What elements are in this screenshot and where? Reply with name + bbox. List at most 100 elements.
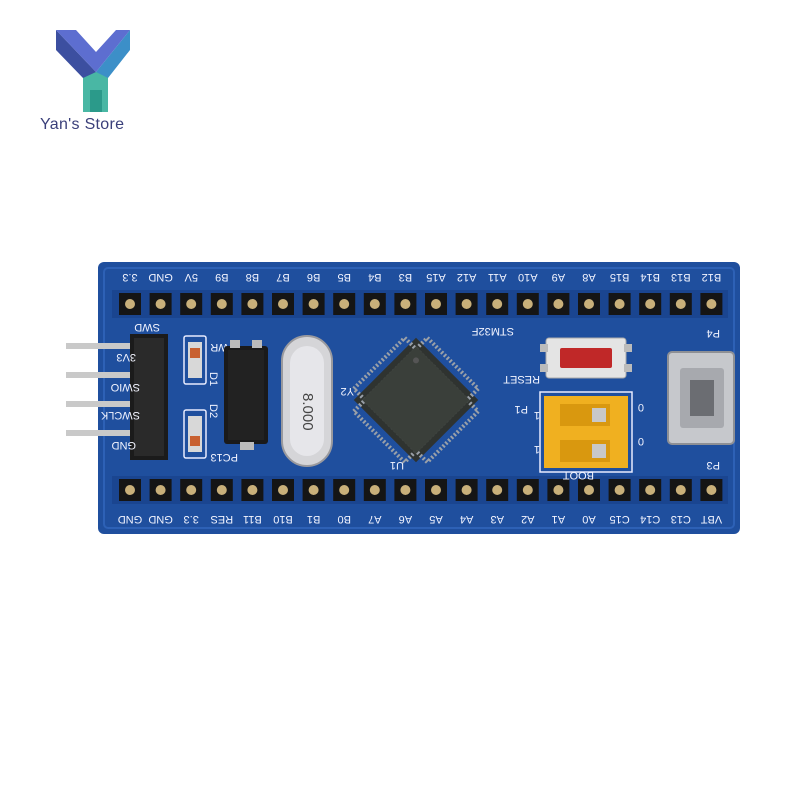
pin-label: B13 bbox=[671, 271, 691, 283]
top-header-pins bbox=[119, 293, 723, 315]
pin-label: 5V bbox=[184, 271, 198, 283]
pin-pad bbox=[553, 299, 564, 309]
crystal-oscillator bbox=[281, 335, 333, 467]
pin-pad bbox=[125, 485, 135, 495]
swd-label-3: SWCLK bbox=[100, 409, 140, 421]
p1-pin-0b: 0 bbox=[638, 435, 644, 447]
reset-button bbox=[540, 337, 632, 379]
bottom-header-pins bbox=[119, 479, 723, 501]
led-d2 bbox=[183, 409, 207, 459]
pin-pad bbox=[706, 299, 717, 309]
store-name: Yan's Store bbox=[40, 116, 125, 133]
pin-label: B8 bbox=[246, 271, 259, 283]
pin-pad bbox=[614, 299, 625, 309]
pin-pad bbox=[308, 299, 319, 309]
pin-label: A0 bbox=[582, 513, 595, 525]
pin-pad bbox=[461, 485, 472, 495]
pin-label: B5 bbox=[337, 271, 350, 283]
micro-usb-port bbox=[667, 351, 735, 445]
pin-label: 3.3 bbox=[184, 513, 199, 525]
pin-pad bbox=[614, 485, 625, 495]
p1-pin-1: 1 bbox=[534, 409, 540, 421]
d2-silkscreen: D2 bbox=[207, 404, 219, 418]
pin-label: B4 bbox=[368, 271, 381, 283]
swd-label-1: 3V3 bbox=[116, 351, 136, 363]
swd-header bbox=[66, 334, 168, 460]
pin-label: A5 bbox=[429, 513, 442, 525]
u1-silkscreen: U1 bbox=[390, 459, 404, 471]
p1-pin-0: 0 bbox=[638, 401, 644, 413]
boot-jumpers bbox=[539, 391, 633, 473]
voltage-regulator bbox=[224, 340, 268, 450]
store-logo-icon bbox=[56, 30, 130, 112]
pin-label: GND bbox=[148, 271, 173, 283]
pin-label: B3 bbox=[399, 271, 412, 283]
pin-label: B10 bbox=[273, 513, 293, 525]
stm32-chip bbox=[350, 334, 482, 466]
p1-pin-1b: 1 bbox=[534, 443, 540, 455]
pin-pad bbox=[522, 299, 533, 309]
pin-pad bbox=[186, 299, 197, 309]
pin-label: B12 bbox=[702, 271, 722, 283]
pin-pad bbox=[247, 485, 258, 495]
pin-label: B0 bbox=[337, 513, 350, 525]
pin-pad bbox=[186, 485, 197, 495]
pin-pad bbox=[216, 299, 227, 309]
reset-silkscreen: RESET bbox=[503, 373, 540, 385]
pin-pad bbox=[706, 485, 717, 495]
pin-label: A12 bbox=[457, 271, 477, 283]
pin-pad bbox=[369, 485, 380, 495]
pin-label: RES bbox=[210, 513, 233, 525]
pin-label: 3.3 bbox=[122, 271, 137, 283]
pin-pad bbox=[308, 485, 319, 495]
pin-label: GND bbox=[118, 513, 143, 525]
p4-silkscreen: P4 bbox=[707, 327, 720, 339]
pin-label: A4 bbox=[460, 513, 473, 525]
pin-pad bbox=[645, 299, 656, 309]
pin-label: B15 bbox=[610, 271, 630, 283]
pin-pad bbox=[675, 299, 686, 309]
pin-pad bbox=[431, 485, 441, 495]
p1-silkscreen: P1 bbox=[515, 403, 528, 415]
pin-label: C13 bbox=[671, 513, 691, 525]
pin-label: C14 bbox=[640, 513, 660, 525]
pin-pad bbox=[584, 299, 594, 309]
pin-pad bbox=[247, 299, 258, 309]
pin-pad bbox=[492, 485, 503, 495]
pin-label: A7 bbox=[368, 513, 381, 525]
pin-label: B7 bbox=[276, 271, 289, 283]
pin-label: A8 bbox=[582, 271, 595, 283]
pin-pad bbox=[278, 299, 288, 309]
pin-pad bbox=[522, 485, 533, 495]
pin-pad bbox=[400, 299, 411, 309]
swd-label-2: SWIO bbox=[110, 381, 140, 393]
pin-label: GND bbox=[148, 513, 173, 525]
pin-label: A6 bbox=[399, 513, 412, 525]
pin-pad bbox=[278, 485, 288, 495]
led-d1 bbox=[183, 335, 207, 385]
pin-label: VBT bbox=[700, 513, 722, 525]
pin-pad bbox=[216, 485, 227, 495]
pin-pad bbox=[155, 299, 166, 309]
crystal-label: 8.000 bbox=[299, 393, 316, 431]
pin-pad bbox=[492, 299, 503, 309]
pin-label: A9 bbox=[552, 271, 565, 283]
pin-pad bbox=[339, 299, 350, 309]
pin-pad bbox=[553, 485, 564, 495]
pin-pad bbox=[339, 485, 350, 495]
p3-silkscreen: P3 bbox=[707, 459, 720, 471]
d1-silkscreen: D1 bbox=[207, 372, 219, 386]
pin-label: A10 bbox=[518, 271, 538, 283]
pin-label: A3 bbox=[490, 513, 503, 525]
pin-label: B14 bbox=[640, 271, 660, 283]
pin-pad bbox=[125, 299, 135, 309]
pin-label: A2 bbox=[521, 513, 534, 525]
pin-label: A1 bbox=[552, 513, 565, 525]
pin-label: A15 bbox=[426, 271, 446, 283]
pin-pad bbox=[461, 299, 472, 309]
pin-pad bbox=[584, 485, 594, 495]
pin-label: A11 bbox=[488, 271, 507, 283]
pc13-silkscreen: PC13 bbox=[210, 451, 238, 463]
